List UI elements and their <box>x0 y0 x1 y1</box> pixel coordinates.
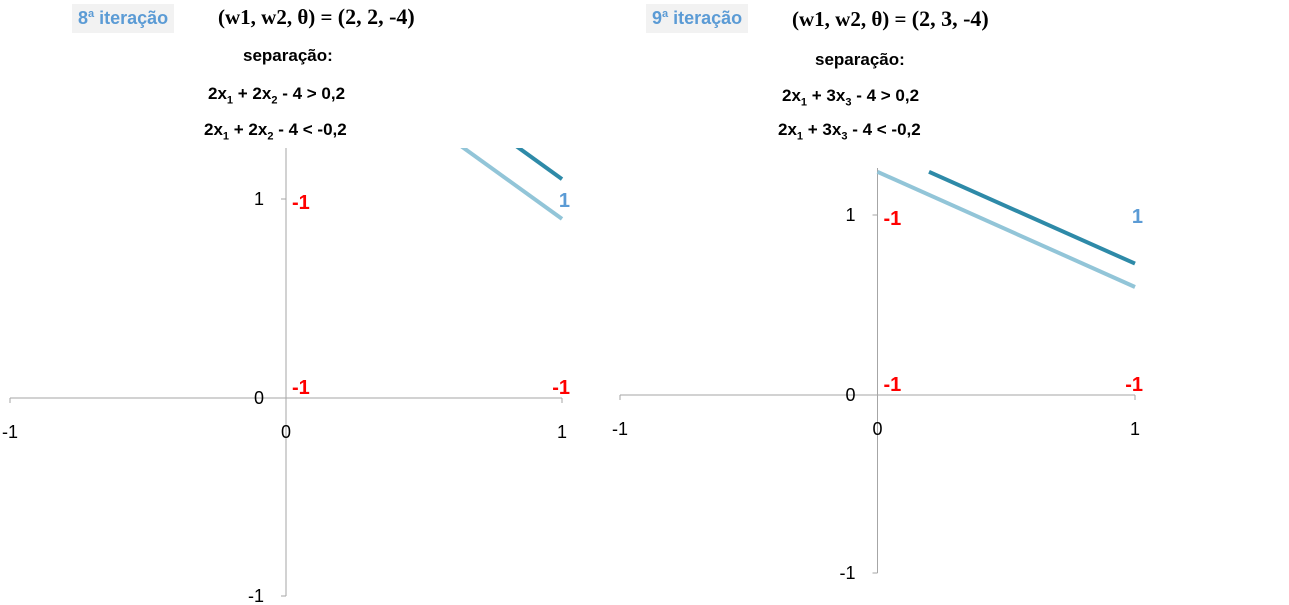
x-tick-label: 1 <box>557 422 567 442</box>
x-tick-label: -1 <box>612 419 628 439</box>
x-tick-label: 1 <box>1130 419 1140 439</box>
point-label: -1 <box>552 377 570 399</box>
weights-lhs: (w1, w2, θ) = <box>218 5 338 29</box>
inequality-upper: 2x1 + 2x2 - 4 > 0,2 <box>208 84 345 106</box>
iteration-label: 8a iteração <box>72 4 175 33</box>
ineq-term: - 4 > 0,2 <box>277 84 346 103</box>
ineq-term: + 2x <box>229 120 268 139</box>
chart-2: -1 0 1 1 0 -1 -1 -1 -1 1 <box>612 168 1143 583</box>
iteration-sup: a <box>88 8 95 20</box>
y-tick-label: -1 <box>248 586 264 605</box>
chart-1: -1 0 1 1 0 -1 -1 -1 -1 1 <box>2 148 570 605</box>
point-label: 1 <box>1132 206 1143 228</box>
separation-title: separação: <box>243 46 333 65</box>
point-label: -1 <box>884 208 902 230</box>
ineq-term: - 4 < -0,2 <box>273 120 347 139</box>
panel-iteration-8: 8a iteração (w1, w2, θ) = (2, 2, -4) sep… <box>0 0 640 605</box>
x-tick-label: -1 <box>2 422 18 442</box>
point-label: -1 <box>884 374 902 396</box>
ineq-term: + 2x <box>233 84 272 103</box>
ineq-term: 2x <box>208 84 227 103</box>
separation-line-2 <box>460 148 564 221</box>
ineq-sub: 1 <box>222 130 230 143</box>
separation-line-2 <box>876 169 1136 289</box>
y-tick-label: 1 <box>254 189 264 209</box>
ineq-term: 2x <box>204 120 223 139</box>
point-label: -1 <box>1125 374 1143 396</box>
ineq-sub: 2 <box>267 130 274 143</box>
x-tick-label: 0 <box>872 419 882 439</box>
y-tick-label: 0 <box>254 388 264 408</box>
separation-line-1 <box>928 169 1136 266</box>
iteration-word: iteração <box>94 8 169 28</box>
y-tick-label: -1 <box>839 563 855 583</box>
ineq-sub: 1 <box>226 94 234 107</box>
weights-rhs: (2, 2, -4) <box>337 4 415 29</box>
point-label: 1 <box>559 190 570 212</box>
x-tick-label: 0 <box>281 422 291 442</box>
y-tick-label: 1 <box>845 205 855 225</box>
ineq-sub: 2 <box>271 94 278 107</box>
weights-equation: (w1, w2, θ) = (2, 2, -4) <box>218 4 415 30</box>
separation-line-1 <box>515 148 564 181</box>
iteration-number: 8 <box>78 8 89 28</box>
y-tick-label: 0 <box>845 385 855 405</box>
inequality-lower: 2x1 + 2x2 - 4 < -0,2 <box>204 120 347 142</box>
point-label: -1 <box>292 377 310 399</box>
point-label: -1 <box>292 192 310 214</box>
